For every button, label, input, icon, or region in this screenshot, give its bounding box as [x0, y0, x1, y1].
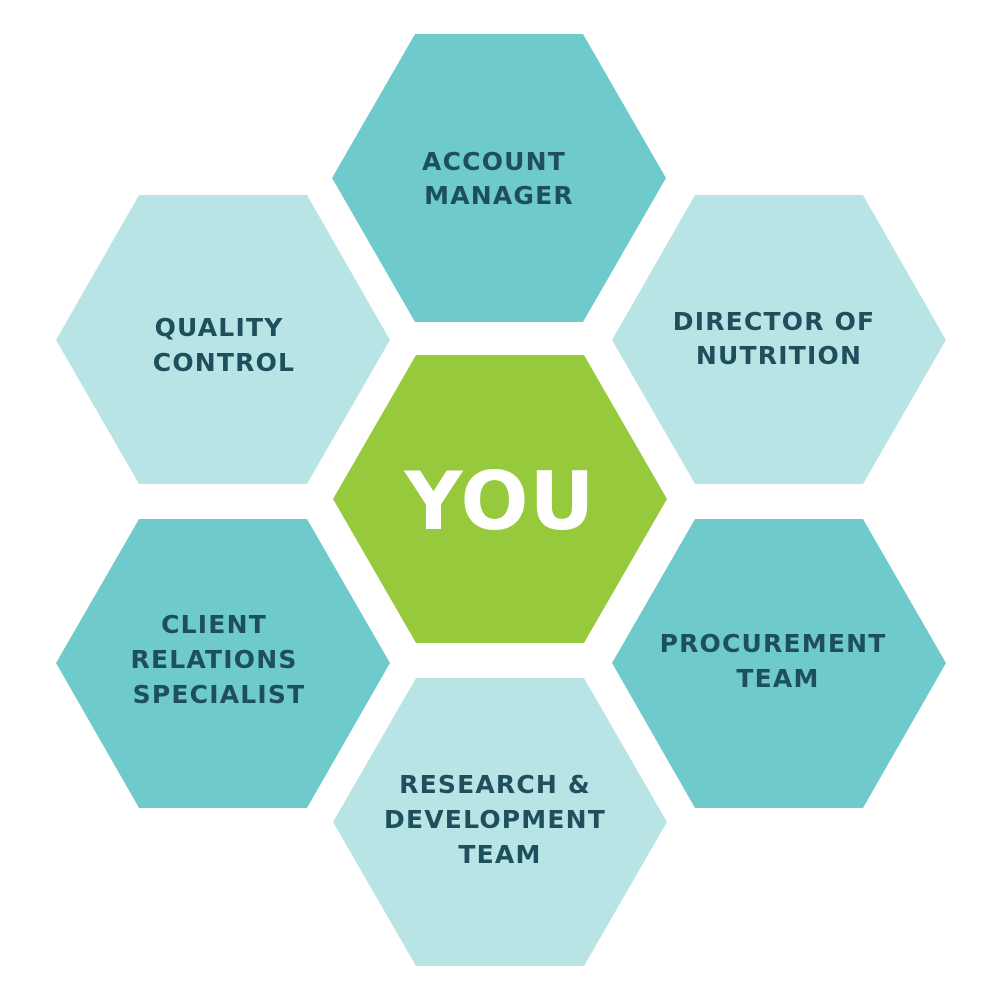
- hex-director-of-nutrition: DIRECTOR OF NUTRITION: [612, 195, 946, 484]
- hex-shape-client-relations-specialist: [56, 519, 390, 808]
- hex-label-director-of-nutrition: DIRECTOR OF NUTRITION: [673, 307, 885, 370]
- hex-label-line: RESEARCH &: [399, 770, 591, 799]
- hex-label-line: TEAM: [458, 840, 541, 869]
- hex-label-line: PROCUREMENT: [660, 629, 887, 658]
- hex-shape-quality-control: [56, 195, 390, 484]
- hex-center-you: YOU: [333, 355, 667, 643]
- hex-label-quality-control: QUALITY CONTROL: [153, 313, 295, 377]
- hex-label-line: MANAGER: [424, 181, 574, 210]
- hex-label-line: DIRECTOR OF: [673, 307, 876, 336]
- hex-label-client-relations-specialist: CLIENT RELATIONS SPECIALIST: [131, 610, 308, 709]
- hex-research-development-team: RESEARCH & DEVELOPMENT TEAM: [333, 678, 667, 966]
- hex-account-manager: ACCOUNT MANAGER: [332, 34, 666, 322]
- hex-shape-center: [333, 355, 667, 643]
- hex-shape-account-manager: [332, 34, 666, 322]
- hex-label-line: QUALITY: [155, 313, 284, 342]
- hex-label-line: NUTRITION: [696, 341, 862, 370]
- hex-label-line: ACCOUNT: [422, 147, 566, 176]
- hex-client-relations-specialist: CLIENT RELATIONS SPECIALIST: [56, 519, 390, 808]
- hex-label-line: DEVELOPMENT: [384, 805, 606, 834]
- hex-label-account-manager: ACCOUNT MANAGER: [422, 147, 576, 210]
- hex-label-line: CONTROL: [153, 348, 295, 377]
- hex-label-research-development-team: RESEARCH & DEVELOPMENT TEAM: [384, 770, 616, 869]
- hex-label-line: TEAM: [736, 664, 819, 693]
- hex-shape-director-of-nutrition: [612, 195, 946, 484]
- hex-label-procurement-team: PROCUREMENT TEAM: [660, 629, 897, 693]
- hex-procurement-team: PROCUREMENT TEAM: [612, 519, 946, 808]
- hex-label-line: SPECIALIST: [133, 680, 306, 709]
- hex-shape-research-development-team: [333, 678, 667, 966]
- hex-quality-control: QUALITY CONTROL: [56, 195, 390, 484]
- hex-center-label: YOU: [403, 455, 595, 548]
- hex-label-line: CLIENT: [161, 610, 267, 639]
- hex-shape-procurement-team: [612, 519, 946, 808]
- hex-label-line: RELATIONS: [131, 645, 298, 674]
